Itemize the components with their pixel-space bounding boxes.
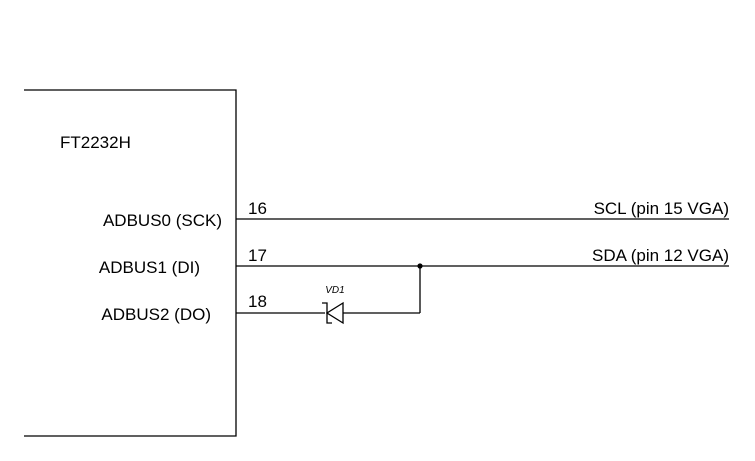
diode-vd1-symbol (322, 301, 344, 325)
pin-number-18: 18 (248, 292, 267, 311)
signal-label-adbus2: ADBUS2 (DO) (101, 305, 211, 324)
net-label-scl: SCL (pin 15 VGA) (594, 199, 729, 218)
signal-label-adbus1: ADBUS1 (DI) (99, 258, 200, 277)
diode-cathode-bar (322, 302, 332, 324)
ic-outline (24, 89, 237, 437)
signal-label-adbus0: ADBUS0 (SCK) (103, 211, 222, 230)
chip-name: FT2232H (60, 133, 131, 152)
pin-number-16: 16 (248, 199, 267, 218)
diode-triangle (325, 301, 344, 325)
diode-ref-label: VD1 (325, 285, 344, 296)
pin-number-17: 17 (248, 246, 267, 265)
net-label-sda: SDA (pin 12 VGA) (592, 246, 729, 265)
junction-dot (417, 263, 423, 269)
